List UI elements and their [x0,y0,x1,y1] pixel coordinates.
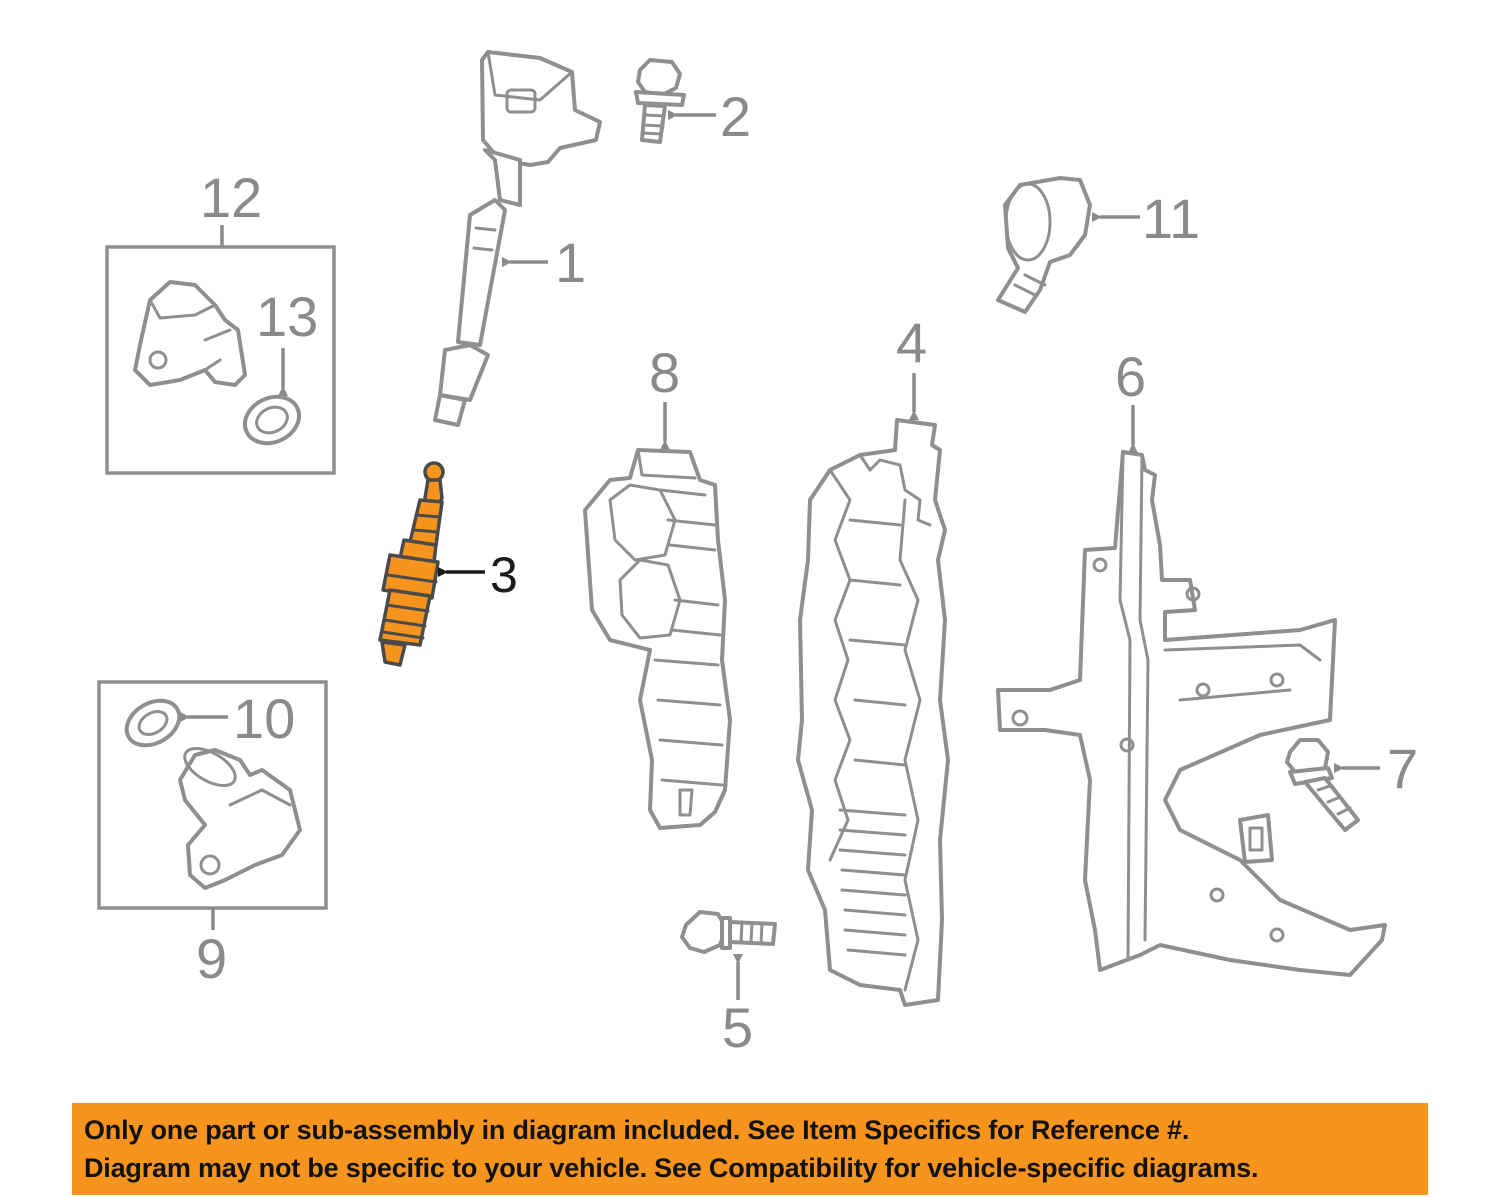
callout-9: 9 [196,927,227,990]
o-ring-part-10[interactable] [119,692,187,755]
callout-6: 6 [1115,345,1146,408]
callout-1: 1 [555,231,586,294]
callout-7: 7 [1387,737,1418,800]
cam-sensor-part-12[interactable] [133,280,247,387]
disclaimer-line-2: Diagram may not be specific to your vehi… [84,1153,1259,1183]
knock-sensor-part-11[interactable] [996,176,1092,314]
disclaimer-banner: Only one part or sub-assembly in diagram… [72,1103,1428,1195]
bolt-part-7[interactable] [1285,738,1360,832]
callout-3: 3 [490,547,518,603]
mounting-bracket-part-6[interactable] [996,450,1387,977]
callout-5: 5 [722,996,753,1059]
ignition-coil-part-1[interactable] [433,50,602,427]
bracket-part-4[interactable] [796,418,950,1007]
callout-8: 8 [649,341,680,404]
cover-part-8[interactable] [583,448,732,830]
o-ring-part-13[interactable] [237,388,306,452]
parts-diagram: 1 2 3 4 5 6 7 8 9 10 11 12 13 [97,50,1418,1059]
callout-2: 2 [720,85,751,148]
callout-13: 13 [256,285,318,348]
bolt-part-2[interactable] [634,58,686,144]
disclaimer-line-1: Only one part or sub-assembly in diagram… [84,1115,1190,1145]
bolt-part-5[interactable] [680,910,777,954]
spark-plug-part-3[interactable] [378,461,445,667]
sensor-part-9[interactable] [178,741,302,890]
callout-11: 11 [1142,187,1200,250]
callout-10: 10 [233,687,295,750]
callout-4: 4 [896,311,927,374]
callout-12: 12 [200,166,262,229]
